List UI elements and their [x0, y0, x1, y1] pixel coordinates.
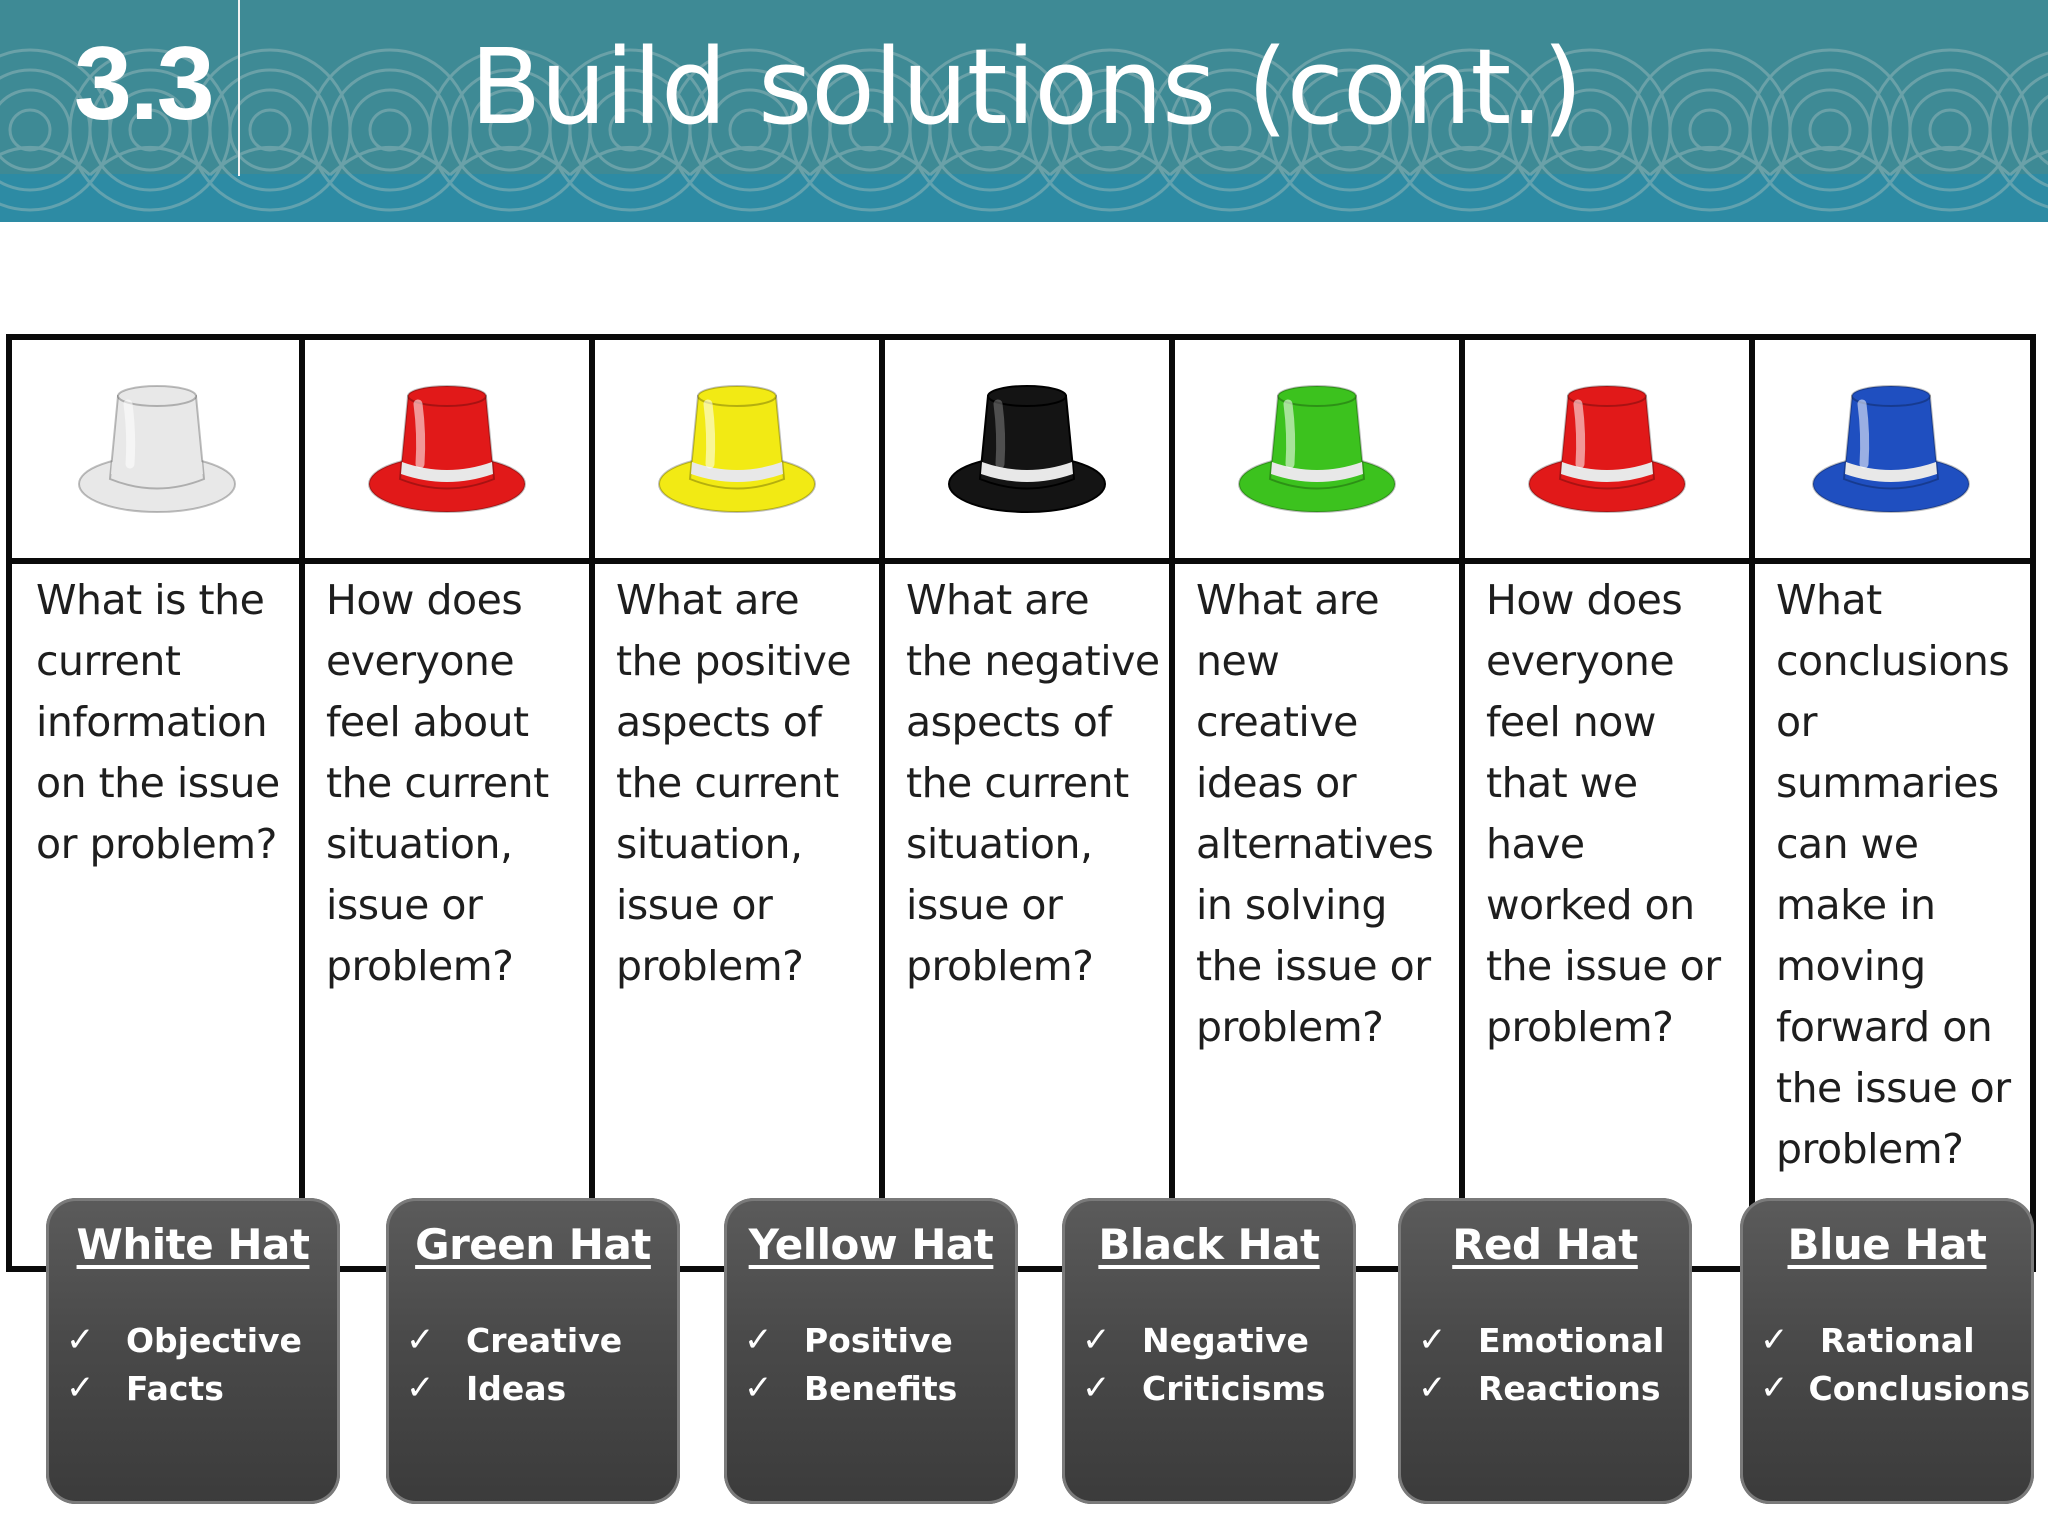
blue-hat-icon: [1812, 385, 1970, 513]
hat-label-item-text: Conclusions: [1808, 1368, 2030, 1408]
hat-label-box: White Hat ✓ Objective ✓ Facts: [46, 1198, 340, 1504]
checkmark-icon: ✓: [1418, 1320, 1447, 1360]
hat-label-item-text: Criticisms: [1142, 1368, 1326, 1408]
hat-label-item: ✓ Reactions: [1418, 1364, 1688, 1412]
header-divider: [238, 0, 240, 176]
question-text: What are the negative aspects of the cur…: [906, 576, 1160, 990]
slide-title: Build solutions (cont.): [470, 26, 1583, 148]
hat-label-items: ✓ Objective ✓ Facts: [66, 1316, 336, 1412]
hat-label-item-text: Positive: [804, 1320, 953, 1360]
hat-label-item: ✓ Negative: [1082, 1316, 1352, 1364]
hat-label-box: Red Hat ✓ Emotional ✓ Reactions: [1398, 1198, 1692, 1504]
question-text: How does everyone feel about the current…: [326, 576, 549, 990]
hat-label-item: ✓ Benefits: [744, 1364, 1014, 1412]
hat-label-item-text: Rational: [1820, 1320, 1975, 1360]
checkmark-icon: ✓: [1760, 1320, 1789, 1360]
hat-label-items: ✓ Emotional ✓ Reactions: [1418, 1316, 1688, 1412]
column-divider: [1749, 340, 1755, 1266]
hat-label-title: Black Hat: [1098, 1220, 1320, 1269]
hat-image-row: [12, 340, 2030, 564]
hat-cell: [882, 340, 1172, 558]
checkmark-icon: ✓: [406, 1320, 435, 1360]
hat-label-item: ✓ Ideas: [406, 1364, 676, 1412]
six-hats-table: What is the current information on the i…: [6, 334, 2036, 1272]
hat-label-item: ✓ Facts: [66, 1364, 336, 1412]
hat-label-item: ✓ Conclusions: [1760, 1364, 2030, 1412]
column-divider: [879, 340, 885, 1266]
hat-label-item-text: Ideas: [466, 1368, 567, 1408]
hat-cell: [1462, 340, 1752, 558]
hat-label-title: Yellow Hat: [748, 1220, 994, 1269]
column-divider: [299, 340, 305, 1266]
question-text: What are the positive aspects of the cur…: [616, 576, 852, 990]
green-hat-icon: [1238, 385, 1396, 513]
checkmark-icon: ✓: [1418, 1368, 1447, 1408]
header-bottom-band: [0, 174, 2048, 222]
column-divider: [1169, 340, 1175, 1266]
hat-label-item-text: Emotional: [1478, 1320, 1665, 1360]
hat-label-box: Green Hat ✓ Creative ✓ Ideas: [386, 1198, 680, 1504]
hat-label-title: Blue Hat: [1787, 1220, 1988, 1269]
slide-header: 3.3 Build solutions (cont.): [0, 0, 2048, 222]
hat-cell: [1172, 340, 1462, 558]
hat-label-items: ✓ Rational ✓ Conclusions: [1760, 1316, 2030, 1412]
hat-label-item-text: Objective: [126, 1320, 302, 1360]
hat-label-item: ✓ Criticisms: [1082, 1364, 1352, 1412]
checkmark-icon: ✓: [406, 1368, 435, 1408]
hat-label-items: ✓ Positive ✓ Benefits: [744, 1316, 1014, 1412]
hat-label-item: ✓ Positive: [744, 1316, 1014, 1364]
hat-label-item: ✓ Objective: [66, 1316, 336, 1364]
hat-cell: [592, 340, 882, 558]
hat-label-item: ✓ Rational: [1760, 1316, 2030, 1364]
red-hat-icon: [368, 385, 526, 513]
yellow-hat-icon: [658, 385, 816, 513]
lace-pattern-decoration: [0, 48, 2048, 212]
black-hat-icon: [948, 385, 1106, 513]
hat-label-title: Red Hat: [1452, 1220, 1638, 1269]
hat-label-title: Green Hat: [415, 1220, 651, 1269]
red-hat-icon: [1528, 385, 1686, 513]
checkmark-icon: ✓: [1082, 1368, 1111, 1408]
hat-label-item-text: Benefits: [804, 1368, 958, 1408]
checkmark-icon: ✓: [1082, 1320, 1111, 1360]
slide-number: 3.3: [74, 26, 215, 142]
question-text: What is the current information on the i…: [36, 576, 280, 868]
checkmark-icon: ✓: [66, 1368, 95, 1408]
question-text: What are new creative ideas or alternati…: [1196, 576, 1434, 1051]
checkmark-icon: ✓: [744, 1368, 773, 1408]
hat-label-item-text: Negative: [1142, 1320, 1309, 1360]
hat-cell: [12, 340, 302, 558]
hat-label-box: Black Hat ✓ Negative ✓ Criticisms: [1062, 1198, 1356, 1504]
checkmark-icon: ✓: [66, 1320, 95, 1360]
column-divider: [1459, 340, 1465, 1266]
hat-label-item: ✓ Emotional: [1418, 1316, 1688, 1364]
checkmark-icon: ✓: [744, 1320, 773, 1360]
hat-label-items: ✓ Creative ✓ Ideas: [406, 1316, 676, 1412]
question-text: What conclusions or summaries can we mak…: [1776, 576, 2011, 1173]
hat-label-items: ✓ Negative ✓ Criticisms: [1082, 1316, 1352, 1412]
checkmark-icon: ✓: [1760, 1368, 1789, 1408]
white-hat-icon: [78, 385, 236, 513]
question-text: How does everyone feel now that we have …: [1486, 576, 1721, 1051]
column-divider: [589, 340, 595, 1266]
hat-cell: [1752, 340, 2030, 558]
hat-cell: [302, 340, 592, 558]
hat-label-item: ✓ Creative: [406, 1316, 676, 1364]
hat-label-item-text: Facts: [126, 1368, 224, 1408]
hat-label-title: White Hat: [76, 1220, 310, 1269]
hat-label-box: Blue Hat ✓ Rational ✓ Conclusions: [1740, 1198, 2034, 1504]
hat-label-item-text: Creative: [466, 1320, 623, 1360]
hat-label-item-text: Reactions: [1478, 1368, 1661, 1408]
hat-label-box: Yellow Hat ✓ Positive ✓ Benefits: [724, 1198, 1018, 1504]
